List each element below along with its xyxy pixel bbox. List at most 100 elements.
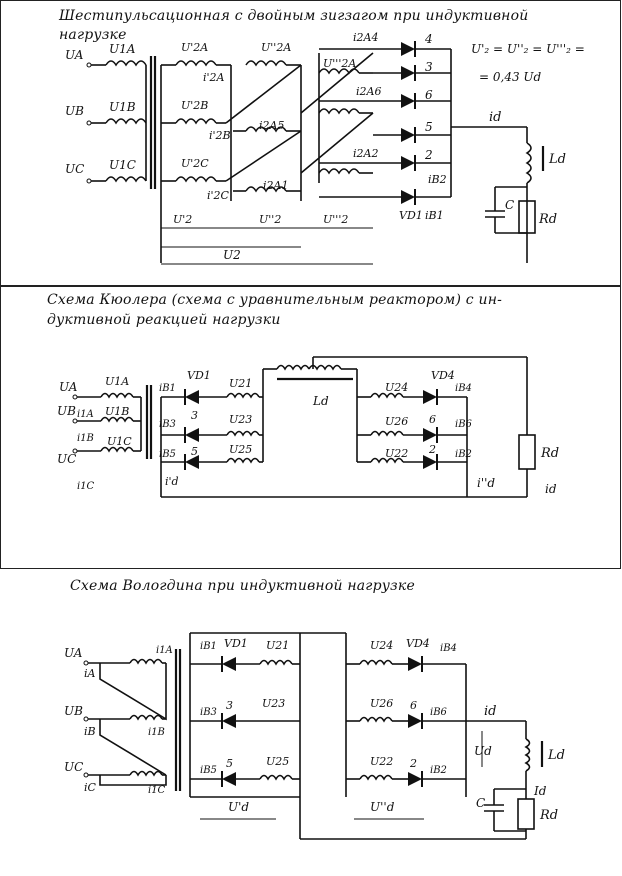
label-iB6: iB6 bbox=[455, 419, 473, 430]
label-Rd: Rd bbox=[539, 808, 558, 823]
diode-number-4: 4 bbox=[424, 32, 433, 46]
label-UB: UB bbox=[57, 404, 76, 418]
label-iB4: iB4 bbox=[455, 383, 472, 394]
label-id: id bbox=[484, 704, 496, 719]
label-iB1: iB1 bbox=[200, 641, 217, 652]
label-U2-triple-prime: U'''2 bbox=[323, 213, 348, 226]
label-U1B: U1B bbox=[109, 100, 136, 114]
diagram-panel-kuehler: Схема Кюолера (схема с уравнительным реа… bbox=[0, 286, 621, 569]
label-iC: iC bbox=[84, 781, 97, 794]
label-iB5: iB5 bbox=[200, 765, 217, 776]
label-iB2: iB2 bbox=[428, 173, 447, 186]
label-i2A1: i2A1 bbox=[263, 179, 288, 192]
diode-number-6: 6 bbox=[429, 413, 436, 426]
label-VD4: VD4 bbox=[431, 369, 455, 382]
label-U2-prime: U'2 bbox=[173, 213, 192, 226]
label-U26: U26 bbox=[385, 415, 408, 428]
diode-number-6: 6 bbox=[425, 88, 433, 102]
right-diode-group bbox=[200, 633, 544, 839]
left-diode-group bbox=[189, 632, 526, 840]
diagram-caption-vologdin: Схема Вологдина при индуктивной нагрузке bbox=[70, 578, 415, 594]
label-Ld: Ld bbox=[547, 748, 565, 763]
label-UC: UC bbox=[57, 452, 76, 466]
label-Ld: Ld bbox=[312, 394, 329, 408]
label-C: C bbox=[505, 198, 514, 212]
label-U25: U25 bbox=[229, 443, 252, 456]
label-U1B: U1B bbox=[105, 405, 129, 418]
label-iB3: iB3 bbox=[200, 707, 217, 718]
diode-number-2: 2 bbox=[428, 443, 436, 456]
label-U2C-prime: U'2C bbox=[181, 157, 209, 170]
label-U22: U22 bbox=[370, 755, 393, 768]
label-U26: U26 bbox=[370, 697, 393, 710]
label-iB6: iB6 bbox=[430, 707, 448, 718]
label-U2-double-prime: U''2 bbox=[259, 213, 281, 226]
label-U24: U24 bbox=[385, 381, 408, 394]
kuehler-circuit: UA UB UC U1A U1B U1C i1A i1B i1C iB1 iB3… bbox=[57, 356, 559, 498]
label-Ud: Ud bbox=[474, 744, 492, 758]
label-id-prime: i'd bbox=[165, 475, 179, 488]
label-i2B-prime: i'2B bbox=[209, 129, 231, 142]
formula-line-2: = 0,43 Ud bbox=[479, 70, 542, 84]
label-U23: U23 bbox=[229, 413, 252, 426]
label-UC: UC bbox=[64, 760, 83, 774]
label-i2A6: i2A6 bbox=[356, 85, 381, 98]
label-i2C-prime: i'2C bbox=[207, 189, 230, 202]
label-i2A-prime: i'2A bbox=[203, 71, 225, 84]
label-UB: UB bbox=[65, 104, 84, 118]
label-i1A: i1A bbox=[77, 409, 94, 420]
diode-number-2: 2 bbox=[424, 148, 433, 162]
label-Ud-double-prime: U''d bbox=[370, 800, 395, 814]
diode-number-3: 3 bbox=[191, 409, 198, 422]
label-U21: U21 bbox=[266, 639, 289, 652]
label-U2A-prime: U'2A bbox=[181, 41, 208, 54]
label-U2A-double-prime: U''2A bbox=[261, 41, 291, 54]
label-iB4: iB4 bbox=[440, 643, 457, 654]
label-i1C: i1C bbox=[148, 785, 166, 796]
label-U21: U21 bbox=[229, 377, 252, 390]
load-resistor bbox=[517, 798, 535, 830]
label-U23: U23 bbox=[262, 697, 285, 710]
label-iB: iB bbox=[84, 725, 96, 738]
left-diode-group bbox=[160, 356, 527, 498]
label-i1C: i1C bbox=[77, 481, 95, 492]
diagram-caption-kuehler-line2: дуктивной реакцией нагрузки bbox=[47, 312, 281, 328]
label-i1B: i1B bbox=[148, 727, 165, 738]
label-Id: Id bbox=[533, 784, 547, 798]
diode-number-5: 5 bbox=[226, 757, 233, 770]
right-diode-group bbox=[356, 357, 536, 498]
diode-number-5: 5 bbox=[191, 445, 198, 458]
secondary-windings bbox=[160, 52, 374, 263]
label-C: C bbox=[476, 796, 485, 810]
label-U1A: U1A bbox=[109, 42, 136, 56]
zigzag-circuit: UA UB UC U1A U1B U1C U'2A U'2B U'2C U''2… bbox=[65, 31, 585, 265]
label-iB2: iB2 bbox=[455, 449, 472, 460]
label-i2A5: i2A5 bbox=[259, 119, 284, 132]
formula-line-1: U'₂ = U''₂ = U'''₂ = bbox=[471, 42, 585, 56]
label-iB5: iB5 bbox=[159, 449, 176, 460]
diagram-panel-zigzag: Шестипульсационная с двойным зигзагом пр… bbox=[0, 0, 621, 286]
diode-number-6: 6 bbox=[410, 699, 417, 712]
label-id: id bbox=[545, 482, 557, 496]
label-iB3: iB3 bbox=[159, 419, 176, 430]
label-Rd: Rd bbox=[538, 212, 557, 227]
label-U1C: U1C bbox=[109, 158, 136, 172]
label-id-double-prime: i''d bbox=[477, 476, 495, 490]
label-VD1: VD1 bbox=[399, 209, 423, 222]
label-VD4: VD4 bbox=[406, 637, 430, 650]
diode-number-2: 2 bbox=[409, 757, 417, 770]
label-U2: U2 bbox=[223, 248, 241, 262]
label-Ud-prime: U'd bbox=[228, 800, 249, 814]
label-iB1: iB1 bbox=[425, 209, 444, 222]
load-resistor bbox=[518, 434, 536, 470]
label-id: id bbox=[489, 110, 501, 125]
diode-number-3: 3 bbox=[226, 699, 233, 712]
primary-windings bbox=[83, 649, 182, 791]
vologdin-circuit: UA UB UC iA iB iC i1A i1B i1C iB1 iB3 iB… bbox=[64, 632, 565, 840]
diagram-caption-kuehler-line1: Схема Кюолера (схема с уравнительным реа… bbox=[47, 292, 503, 308]
label-U2B-prime: U'2B bbox=[181, 99, 208, 112]
diagram-panel-vologdin: Схема Вологдина при индуктивной нагрузке bbox=[0, 569, 621, 876]
label-U1C: U1C bbox=[107, 435, 132, 448]
diode-number-5: 5 bbox=[425, 120, 433, 134]
primary-windings bbox=[72, 385, 153, 459]
